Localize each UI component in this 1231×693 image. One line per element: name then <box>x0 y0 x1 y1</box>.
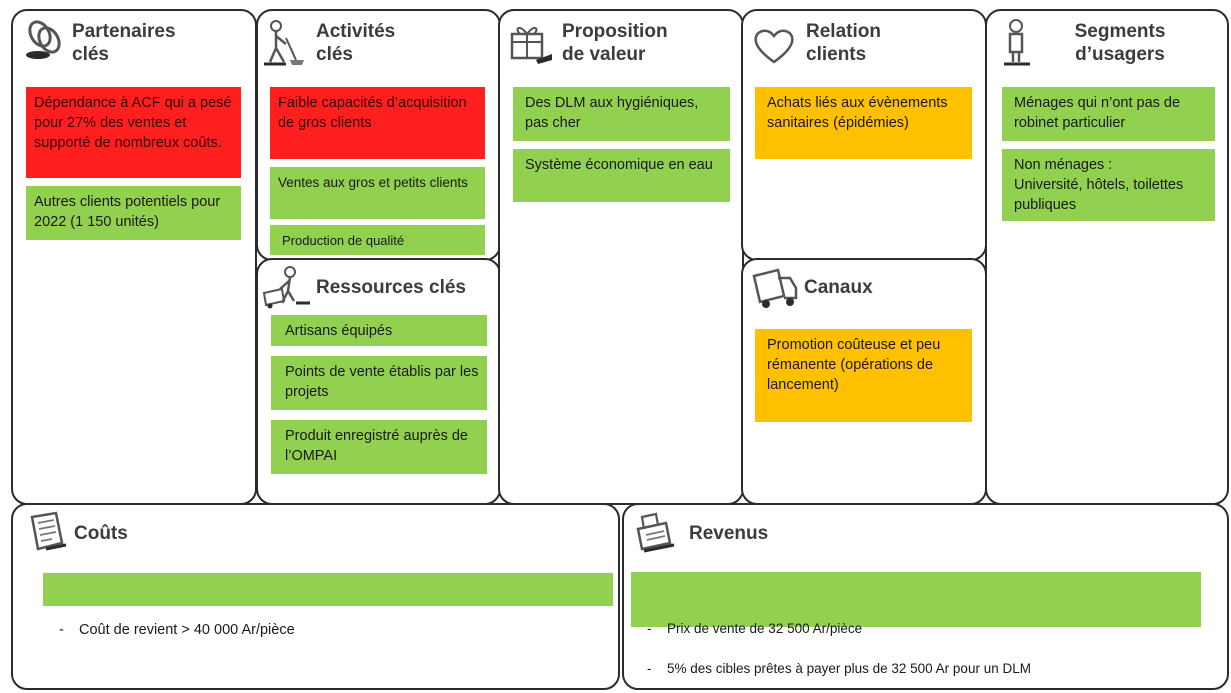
panel-segments-usagers <box>985 9 1229 505</box>
note-canaux-promotion: Promotion coûteuse et peu rémanente (opé… <box>755 329 972 422</box>
note-partenaires-dependance: Dépendance à ACF qui a pesé pour 27% des… <box>26 87 241 178</box>
bullet-dash: - <box>647 661 652 676</box>
revenus-bullet-text: 5% des cibles prêtes à payer plus de 32 … <box>667 661 1031 676</box>
note-activites-faible-capacites: Faible capacités d’acquisition de gros c… <box>270 87 485 159</box>
chain-link-icon <box>24 18 66 64</box>
note-activites-production: Production de qualité <box>270 225 485 255</box>
couts-bullet-text: Coût de revient > 40 000 Ar/pièce <box>79 622 295 638</box>
heart-icon <box>752 26 796 66</box>
worker-sweeping-icon <box>262 18 306 68</box>
delivery-truck-icon <box>750 266 800 310</box>
note-activites-ventes: Ventes aux gros et petits clients <box>270 167 485 219</box>
worker-with-cart-icon <box>262 265 312 309</box>
gift-box-icon <box>506 20 554 66</box>
note-partenaires-autres-clients: Autres clients potentiels pour 2022 (1 1… <box>26 186 241 240</box>
panel-title-revenus: Revenus <box>689 523 769 544</box>
note-segments-menages: Ménages qui n’ont pas de robinet particu… <box>1002 87 1215 141</box>
cash-register-icon <box>630 509 680 555</box>
person-standing-icon <box>1000 18 1036 68</box>
note-ressources-points-vente: Points de vente établis par les projets <box>271 356 487 410</box>
note-revenus: -Prix de vente de 32 500 Ar/pièce -5% de… <box>631 572 1201 676</box>
panel-title-ressources: Ressources clés <box>316 277 466 298</box>
couts-bullet-item: -Coût de revient > 40 000 Ar/pièce <box>51 620 605 640</box>
panel-title-canaux: Canaux <box>804 277 873 298</box>
couts-bullet-list: -Coût de revient > 40 000 Ar/pièce <box>51 600 605 660</box>
revenus-bullet-item: -Prix de vente de 32 500 Ar/pièce <box>639 619 1193 639</box>
revenus-bullet-item: -5% des cibles prêtes à payer plus de 32… <box>639 659 1193 679</box>
revenus-bullet-text: Prix de vente de 32 500 Ar/pièce <box>667 621 863 636</box>
panel-partenaires-cles <box>11 9 257 505</box>
panel-title-partenaires: Partenaires clés <box>72 21 176 65</box>
note-ressources-artisans: Artisans équipés <box>271 315 487 346</box>
note-ressources-produit: Produit enregistré auprès de l’OMPAI <box>271 420 487 474</box>
note-proposition-dlm: Des DLM aux hygiéniques, pas cher <box>513 87 730 141</box>
note-couts: -Coût de revient > 40 000 Ar/pièce <box>43 573 613 638</box>
note-segments-non-menages: Non ménages : Université, hôtels, toilet… <box>1002 149 1215 221</box>
revenus-bullet-list: -Prix de vente de 32 500 Ar/pièce -5% de… <box>639 599 1193 693</box>
bullet-dash: - <box>647 621 652 636</box>
note-proposition-systeme: Système économique en eau <box>513 149 730 202</box>
panel-proposition-valeur <box>498 9 744 505</box>
document-list-icon <box>26 509 70 553</box>
note-relation-achats: Achats liés aux évènements sanitaires (é… <box>755 87 972 159</box>
panel-title-relation: Relation clients <box>806 21 881 65</box>
panel-title-proposition: Proposition de valeur <box>562 21 668 65</box>
bullet-dash: - <box>59 622 64 638</box>
panel-title-couts: Coûts <box>74 523 128 544</box>
panel-title-segments: Segments d’usagers <box>1074 21 1166 65</box>
panel-title-activites: Activités clés <box>316 21 396 65</box>
